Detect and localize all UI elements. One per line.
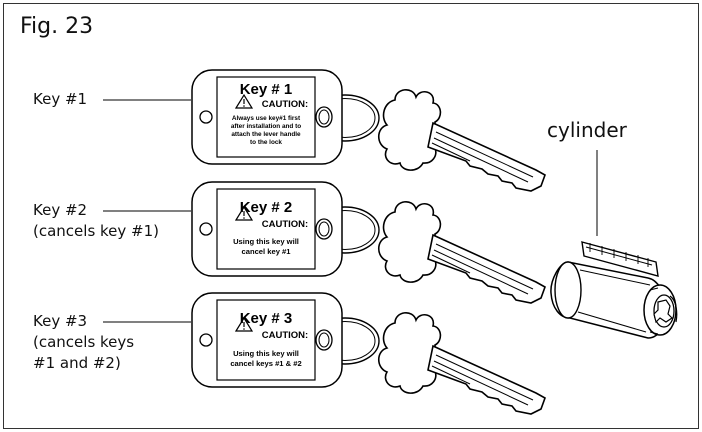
cylinder-label: cylinder: [547, 118, 627, 142]
key-2-label: Key #2 (cancels key #1): [33, 200, 159, 242]
key-tag-title: Key # 2: [240, 199, 293, 216]
key-1-label: Key #1: [33, 89, 87, 110]
key-2-label-line: (cancels key #1): [33, 222, 160, 240]
key-tag-caution: CAUTION:: [262, 219, 308, 230]
key-tag-caution: CAUTION:: [262, 330, 308, 341]
key-3-label-line: (cancels keys: [33, 333, 135, 351]
figure-title: Fig. 23: [20, 14, 94, 39]
key-tag-message-line: attach the lever handle: [231, 131, 301, 138]
key-tag-caution: CAUTION:: [262, 99, 308, 110]
key-tag-message-line: to the lock: [250, 139, 282, 146]
key-tag-message-line: Using this key will: [233, 349, 299, 358]
key-3-label-line: #1 and #2): [33, 354, 121, 372]
key-tag-3: Key # 3 CAUTION: Using this key will can…: [191, 292, 546, 415]
cylinder-drawing: [550, 150, 678, 339]
key-3-label: Key #3 (cancels keys #1 and #2): [33, 311, 134, 374]
key-tag-message-line: Always use key#1 first: [232, 115, 301, 122]
key-2-label-line: Key #2: [33, 201, 88, 219]
key-tag-message-line: Using this key will: [233, 237, 299, 246]
key-tag-title: Key # 1: [240, 81, 293, 98]
key-1-label-line: Key #1: [33, 90, 88, 108]
key-tag-title: Key # 3: [240, 310, 293, 327]
key-3-label-line: Key #3: [33, 312, 88, 330]
key-tag-message-line: cancel keys #1 & #2: [230, 359, 301, 368]
key-tag-2: Key # 2 CAUTION: Using this key will can…: [191, 181, 546, 304]
key-tag-message-line: cancel key #1: [242, 247, 292, 256]
key-tag-1: Key # 1 CAUTION: Always use key#1 first …: [191, 69, 546, 192]
key-tag-message-line: after installation and to: [231, 123, 301, 130]
